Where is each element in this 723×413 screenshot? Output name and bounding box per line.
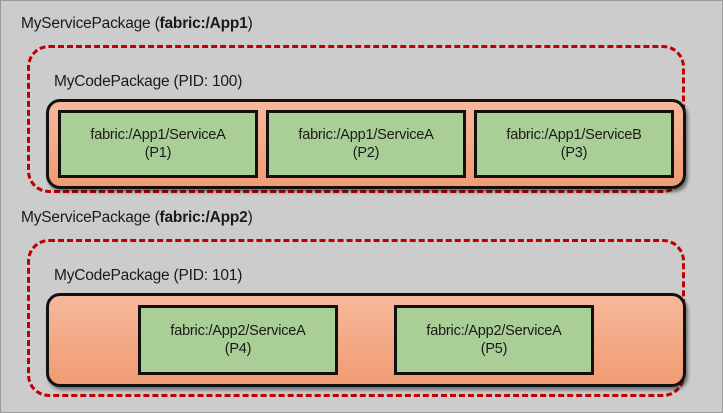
- service-package-paren-open-app2: (: [154, 209, 160, 226]
- application-group-app1: MyServicePackage (fabric:/App1) MyCodePa…: [9, 15, 703, 193]
- replica-service-name: fabric:/App1/ServiceA: [90, 126, 226, 143]
- replica-pid: (P5): [480, 341, 508, 357]
- code-package-box-app2: fabric:/App2/ServiceA (P4) fabric:/App2/…: [46, 293, 686, 387]
- service-package-label-app2: MyServicePackage (fabric:/App2): [21, 209, 253, 227]
- service-package-paren-close-app1: ): [247, 15, 253, 32]
- replica-service-name: fabric:/App1/ServiceB: [506, 126, 642, 143]
- service-package-name-app2: MyServicePackage: [21, 209, 155, 226]
- replica-box: fabric:/App2/ServiceA (P4): [138, 305, 338, 375]
- service-package-name-app1: MyServicePackage: [21, 15, 155, 32]
- service-package-paren-close-app2: ): [247, 209, 253, 226]
- service-package-label-app1: MyServicePackage (fabric:/App1): [21, 15, 253, 33]
- code-package-label-app1: MyCodePackage (PID: 100): [54, 73, 243, 90]
- code-package-box-app1: fabric:/App1/ServiceA (P1) fabric:/App1/…: [46, 99, 686, 189]
- replica-pid: (P3): [560, 145, 588, 161]
- application-group-app2: MyServicePackage (fabric:/App2) MyCodePa…: [9, 209, 703, 399]
- replica-pid: (P1): [144, 145, 172, 161]
- replica-box: fabric:/App1/ServiceA (P2): [266, 110, 466, 178]
- code-package-label-app2: MyCodePackage (PID: 101): [54, 267, 243, 284]
- replica-pid: (P4): [224, 341, 252, 357]
- replica-box: fabric:/App2/ServiceA (P5): [394, 305, 594, 375]
- application-uri-app2: fabric:/App2: [159, 209, 248, 226]
- application-uri-app1: fabric:/App1: [159, 15, 248, 32]
- replica-box: fabric:/App1/ServiceA (P1): [58, 110, 258, 178]
- replica-box: fabric:/App1/ServiceB (P3): [474, 110, 674, 178]
- replica-service-name: fabric:/App1/ServiceA: [298, 126, 434, 143]
- replica-pid: (P2): [352, 145, 380, 161]
- service-package-paren-open-app1: (: [154, 15, 160, 32]
- replica-service-name: fabric:/App2/ServiceA: [426, 322, 562, 339]
- replica-service-name: fabric:/App2/ServiceA: [170, 322, 306, 339]
